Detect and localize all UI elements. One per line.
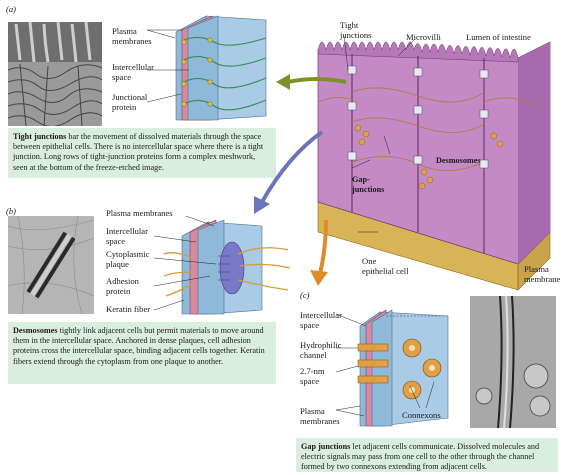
caption-c-bold: Gap junctions [301,442,350,451]
panel-b-leader-lines [150,212,230,322]
label-b-intercellular-space: Intercellular space [106,226,148,246]
label-b-keratin-fiber: Keratin fiber [106,304,150,314]
label-b-adhesion-protein: Adhesion protein [106,276,139,296]
label-c-2-7nm-space: 2.7-nm space [300,366,325,386]
label-c-intercellular-space: Intercellular space [300,310,342,330]
caption-b-bold: Desmosomes [13,326,58,335]
label-gap-junctions: Gap- junctions [352,175,384,195]
label-a-intercellular-space: Intercellular space [112,62,154,82]
panel-a-leader-lines [145,18,205,128]
label-one-epithelial-cell: One epithelial cell [362,256,409,276]
arrow-to-panel-c [304,218,344,288]
label-tight-junctions: Tight junctions [340,20,372,40]
panel-b-letter: (b) [6,206,16,216]
arrow-to-panel-b [248,126,328,216]
caption-c: Gap junctions let adjacent cells communi… [296,438,558,472]
label-a-plasma-membranes: Plasma membranes [112,26,152,46]
label-microvilli: Microvilli [406,32,441,42]
label-a-junctional-protein: Junctional protein [112,92,147,112]
caption-b: Desmosomes tightly link adjacent cells b… [8,322,276,384]
label-c-plasma-membranes: Plasma membranes [300,406,340,426]
label-plasma-membrane: Plasma membrane [524,264,560,284]
label-c-hydrophilic-channel: Hydrophilic channel [300,340,342,360]
caption-a: Tight junctions bar the movement of diss… [8,128,276,178]
caption-a-bold: Tight junctions [13,132,66,141]
arrow-to-panel-a [276,70,356,100]
gap-junction-micrograph [470,296,556,428]
panel-a-letter: (a) [6,4,16,14]
label-lumen: Lumen of intestine [466,32,531,42]
panel-c-letter: (c) [300,290,309,300]
tight-junction-micrograph [8,22,102,126]
desmosome-micrograph [8,216,94,314]
label-b-plasma-membranes: Plasma membranes [106,208,173,218]
label-desmosomes: Desmosomes [436,156,481,166]
label-b-cytoplasmic-plaque: Cytoplasmic plaque [106,249,149,269]
label-c-connexons: Connexons [402,410,441,420]
